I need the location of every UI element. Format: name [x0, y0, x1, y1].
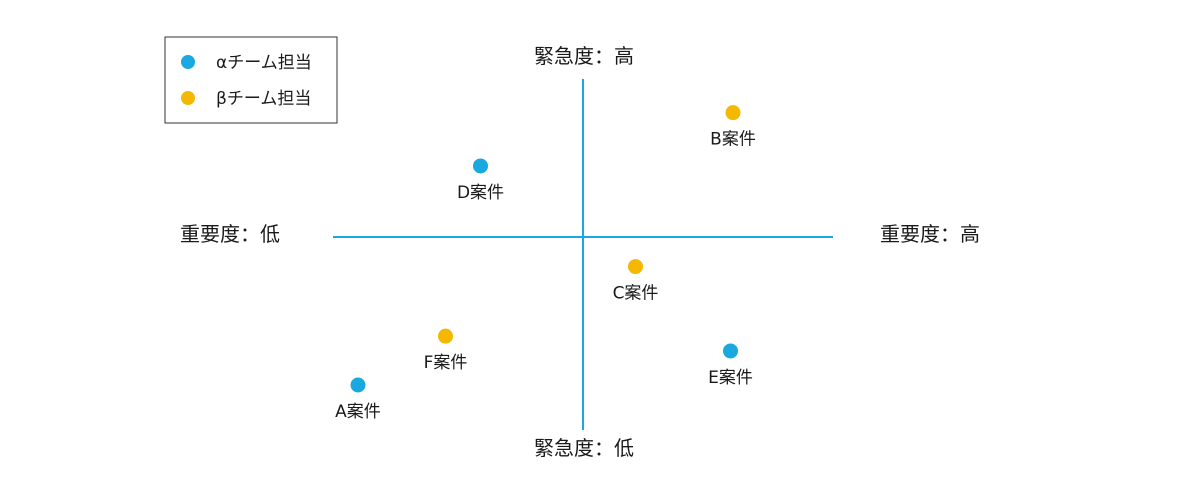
data-point-label: B案件 — [710, 130, 756, 150]
data-point — [725, 105, 741, 121]
y-axis-label-low: 緊急度：低 — [534, 436, 634, 460]
y-axis-label-high: 緊急度：高 — [534, 44, 634, 68]
legend-marker — [181, 55, 195, 69]
data-point-label: F案件 — [424, 353, 468, 373]
data-point-label: C案件 — [613, 284, 659, 304]
data-point — [473, 158, 488, 174]
data-point — [723, 343, 738, 359]
data-point — [628, 259, 643, 275]
legend-label: αチーム担当 — [216, 53, 312, 73]
legend-label: βチーム担当 — [216, 89, 311, 109]
data-point-label: E案件 — [708, 368, 753, 388]
x-axis-label-high: 重要度：高 — [880, 222, 980, 246]
data-point — [350, 377, 366, 393]
data-point-label: A案件 — [335, 402, 381, 422]
legend-marker — [181, 91, 195, 105]
data-point-label: D案件 — [457, 183, 504, 203]
data-point — [438, 328, 453, 344]
x-axis-label-low: 重要度：低 — [180, 222, 280, 246]
legend: αチーム担当 βチーム担当 — [164, 36, 338, 124]
legend-box — [164, 36, 338, 124]
